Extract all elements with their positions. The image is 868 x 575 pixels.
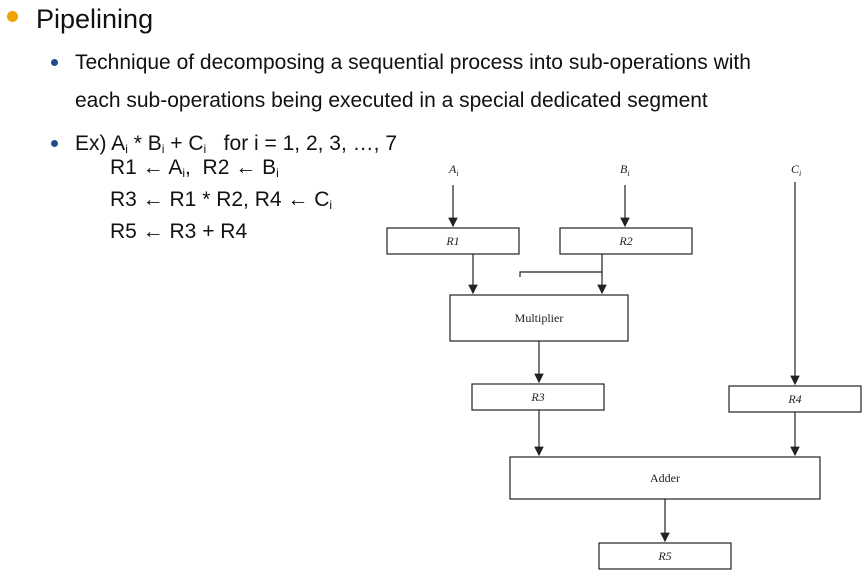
input-a-label: Ai <box>448 162 459 178</box>
example-c: + C <box>164 132 204 155</box>
heading-bullet-icon <box>7 11 18 22</box>
register-r4-label: R4 <box>787 392 801 406</box>
equation-row-1: R1 ← Ai, R2 ← Bi <box>110 155 279 181</box>
equation-r5: R5 ← R3 + R4 <box>110 220 248 243</box>
example-loop: for i = 1, 2, 3, …, 7 <box>206 132 398 155</box>
subscript: i <box>276 166 279 180</box>
subscript: i <box>182 166 186 180</box>
register-r3 <box>471 383 605 411</box>
equation-r3-r4: R3 ← R1 * R2, R4 ← C <box>110 188 330 211</box>
subscript: i <box>203 142 207 156</box>
equation-row-2: R3 ← R1 * R2, R4 ← Ci <box>110 187 332 213</box>
input-c-label: Ci <box>791 162 801 178</box>
adder-label: Adder <box>650 471 680 485</box>
register-r3-label: R3 <box>530 390 544 404</box>
register-r2 <box>559 227 693 255</box>
example-prefix: Ex) A <box>75 132 126 155</box>
subscript: i <box>125 142 128 156</box>
sub-bullet-icon <box>51 140 58 147</box>
example-b: * B <box>127 132 162 155</box>
register-r4 <box>728 385 862 413</box>
subscript: i <box>329 198 333 212</box>
multiplier-unit <box>449 294 629 342</box>
register-r1-label: R1 <box>445 234 459 248</box>
subscript: i <box>161 142 165 156</box>
register-r2-label: R2 <box>618 234 632 248</box>
equation-row-3: R5 ← R3 + R4 <box>110 219 247 245</box>
register-r1 <box>386 227 520 255</box>
adder-unit <box>509 456 821 500</box>
bullet2-example: Ex) Ai * Bi + Ci for i = 1, 2, 3, …, 7 <box>75 125 397 163</box>
register-r5 <box>598 542 732 570</box>
slide-heading: Pipelining <box>36 4 154 34</box>
bullet1-line1: Technique of decomposing a sequential pr… <box>75 51 751 74</box>
connector-r2-route <box>519 254 603 277</box>
equation-r2: , R2 ← B <box>185 156 277 179</box>
bullet1-line2: each sub-operations being executed in a … <box>75 89 708 112</box>
sub-bullet-icon <box>51 59 58 66</box>
input-b-label: Bi <box>620 162 630 178</box>
multiplier-label: Multiplier <box>515 311 564 325</box>
register-r5-label: R5 <box>657 549 671 563</box>
equation-r1: R1 ← A <box>110 156 183 179</box>
